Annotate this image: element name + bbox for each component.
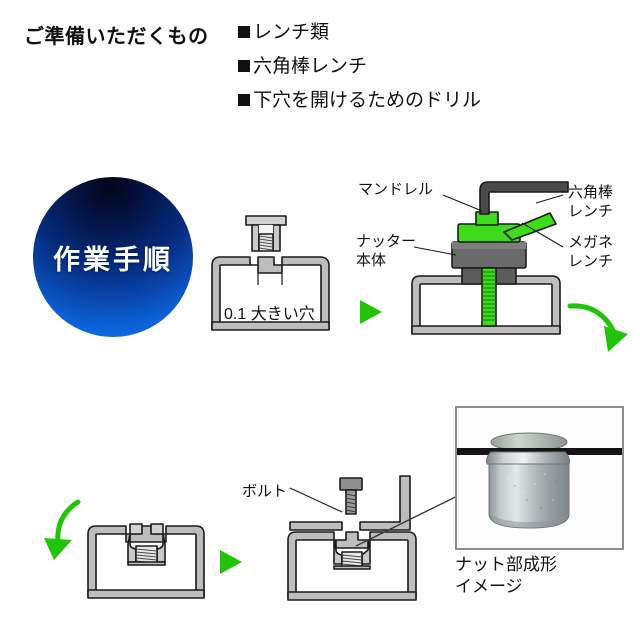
mandrel-label: マンドレル xyxy=(358,181,434,198)
bolt-icon xyxy=(339,477,363,515)
work-panel-icon xyxy=(411,275,561,333)
step2-tighten-nutsert-diagram xyxy=(400,180,590,340)
nutsert-thread-icon xyxy=(258,233,274,252)
bullet-square-icon xyxy=(238,26,250,38)
hex-wrench-label: 六角棒 レンチ xyxy=(568,184,614,220)
bullet-square-icon xyxy=(238,60,250,72)
hole-size-label: 0.1 大きい穴 xyxy=(224,306,315,323)
flow-arrow-curved-down-left-icon xyxy=(44,499,81,560)
procedure-badge: 作業手順 xyxy=(33,177,193,337)
procedure-badge-label: 作業手順 xyxy=(53,244,173,275)
photo-caption: ナット部成形 イメージ xyxy=(455,554,557,598)
supply-label: レンチ類 xyxy=(253,22,330,43)
bracket-plate-left-icon xyxy=(289,521,343,531)
supplies-list: レンチ類 六角棒レンチ 下穴を開けるためのドリル xyxy=(238,18,481,120)
supply-label: 下穴を開けるためのドリル xyxy=(253,90,482,111)
step-arrow-right-icon xyxy=(218,548,244,576)
step2-leader-lines xyxy=(413,194,564,256)
work-panel-icon xyxy=(211,256,330,330)
list-item: 六角棒レンチ xyxy=(238,52,481,82)
step-arrow-right-icon xyxy=(358,298,384,326)
step1-drill-hole-diagram xyxy=(211,205,352,345)
bolt-leader-line xyxy=(289,487,343,513)
list-item: レンチ類 xyxy=(238,18,481,48)
page-title: ご準備いただくもの xyxy=(24,26,209,48)
flow-arrow-curved-down-right-icon xyxy=(567,303,628,352)
ring-wrench-handle-icon xyxy=(503,212,557,241)
list-item: 下穴を開けるためのドリル xyxy=(238,86,481,116)
photo-caption-line1: ナット部成形 xyxy=(455,555,557,574)
photo-caption-line2: イメージ xyxy=(455,577,523,596)
hex-wrench-icon xyxy=(479,181,569,215)
step3-formed-nutsert-diagram xyxy=(87,518,208,608)
bullet-square-icon xyxy=(238,94,250,106)
mandrel-rod-icon xyxy=(481,267,497,327)
nutter-body-label: ナッター 本体 xyxy=(356,233,417,269)
ring-wrench-label: メガネ レンチ xyxy=(568,234,614,270)
supply-label: 六角棒レンチ xyxy=(253,56,368,77)
work-panel-icon xyxy=(87,525,205,597)
work-panel-icon xyxy=(287,531,417,599)
step4-bolt-attach-diagram xyxy=(278,470,438,615)
bolt-label: ボルト xyxy=(242,483,288,500)
nutsert-flange-icon xyxy=(245,215,287,226)
formed-nut-photo xyxy=(455,406,624,550)
bracket-angle-right-icon xyxy=(359,475,411,531)
